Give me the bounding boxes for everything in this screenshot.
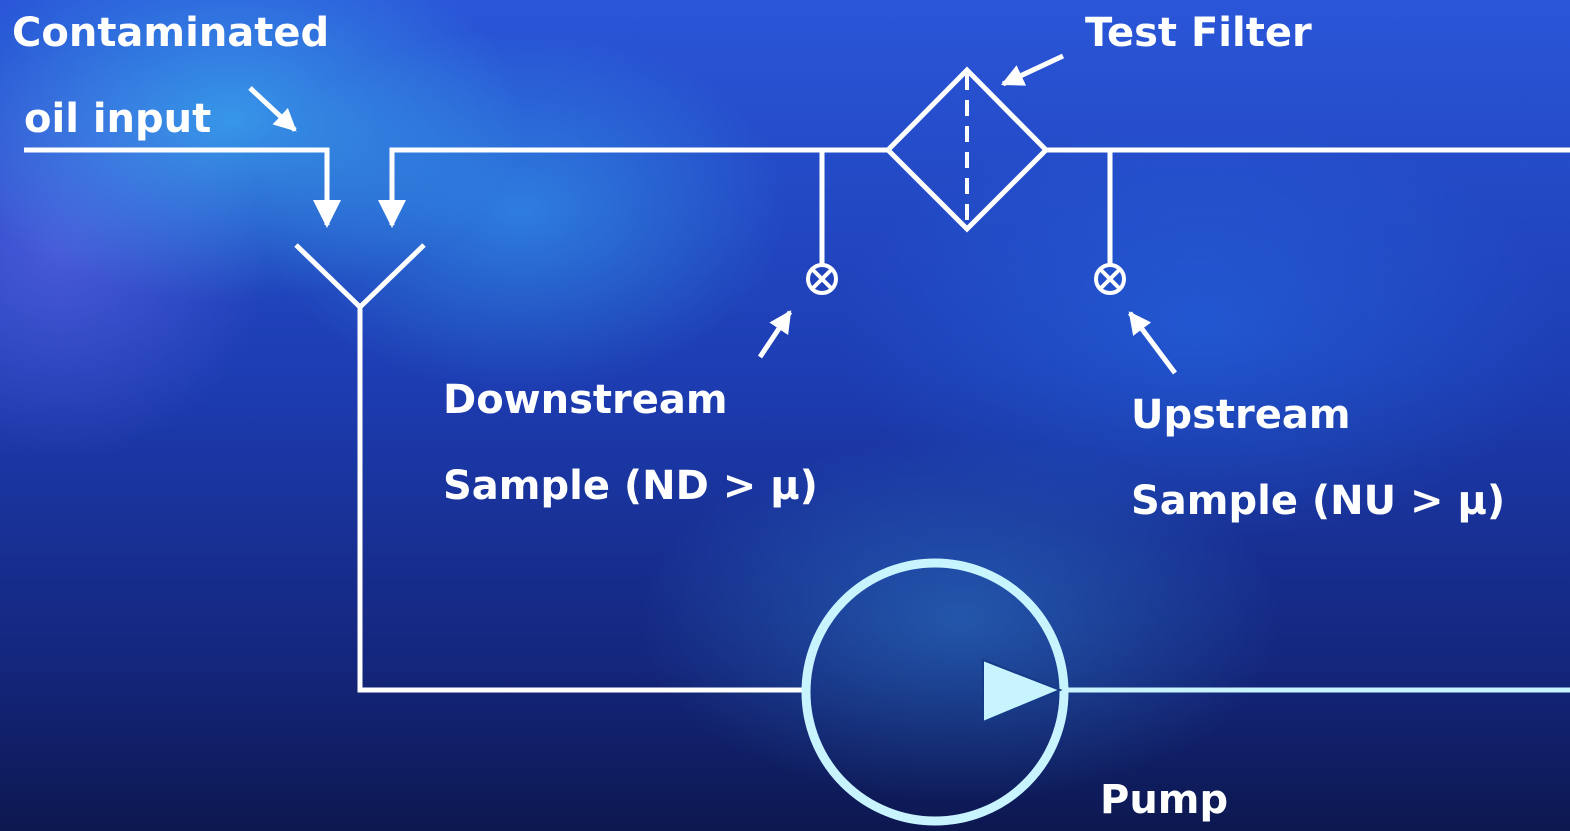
contaminated-pointer-arrow — [248, 86, 297, 132]
downstream-pointer-arrow — [757, 310, 793, 359]
downstream-valve-icon — [806, 263, 838, 295]
pump-icon — [801, 558, 1069, 826]
pump-label: Pump — [1100, 777, 1229, 823]
mixer-y-junction — [294, 243, 805, 693]
upstream-valve-icon — [1094, 263, 1126, 295]
contaminated-label: Contaminated — [12, 10, 330, 56]
oil-input-label: oil input — [24, 96, 212, 142]
upstream-pointer-arrow — [1128, 311, 1177, 375]
return-arrowhead — [378, 200, 406, 228]
return-line — [389, 147, 888, 225]
downstream-sample-label: Sample (ND > μ) — [443, 463, 818, 509]
upstream-label: Upstream — [1131, 392, 1351, 438]
test-filter-label: Test Filter — [1085, 10, 1312, 56]
oil-input-arrowhead — [313, 200, 341, 228]
test-filter-icon — [884, 66, 1050, 233]
oil-input-line — [24, 147, 330, 225]
upstream-sample-label: Sample (NU > μ) — [1131, 478, 1506, 524]
test-filter-pointer-arrow — [1000, 53, 1065, 87]
downstream-label: Downstream — [443, 377, 728, 423]
pump-triangle-icon — [982, 658, 1063, 724]
